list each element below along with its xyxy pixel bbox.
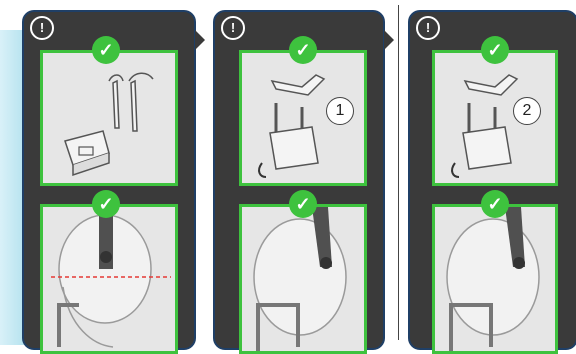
info-icon[interactable]: ! bbox=[221, 16, 245, 40]
panel-arrow bbox=[195, 30, 205, 50]
patient-head-card bbox=[432, 204, 558, 354]
head-with-strap-illustration bbox=[435, 207, 555, 351]
checkmark-icon: ✓ bbox=[481, 36, 509, 64]
previous-panel-edge bbox=[0, 30, 24, 345]
checkmark-icon: ✓ bbox=[481, 190, 509, 218]
head-with-strap-illustration bbox=[242, 207, 364, 351]
checkmark-icon: ✓ bbox=[92, 190, 120, 218]
instruction-panel-3: ! 2 ✓ ✓ bbox=[408, 10, 576, 350]
parts-illustration-card bbox=[40, 50, 178, 186]
info-icon[interactable]: ! bbox=[30, 16, 54, 40]
patient-head-card bbox=[239, 204, 367, 354]
checkmark-icon: ✓ bbox=[289, 36, 317, 64]
instruction-panel-1: ! ✓ ✓ bbox=[22, 10, 196, 350]
head-positioning-illustration bbox=[43, 207, 175, 351]
info-icon[interactable]: ! bbox=[416, 16, 440, 40]
assembly-step-card: 1 bbox=[239, 50, 367, 186]
step-number-badge: 1 bbox=[326, 97, 354, 125]
checkmark-icon: ✓ bbox=[289, 190, 317, 218]
bite-holder-parts-illustration bbox=[43, 53, 175, 183]
divider bbox=[398, 5, 399, 340]
instruction-panel-2: ! 1 ✓ ✓ bbox=[213, 10, 385, 350]
step-number-badge: 2 bbox=[513, 97, 541, 125]
assembly-step-card: 2 bbox=[432, 50, 558, 186]
panel-arrow bbox=[384, 30, 394, 50]
checkmark-icon: ✓ bbox=[92, 36, 120, 64]
head-position-card bbox=[40, 204, 178, 354]
